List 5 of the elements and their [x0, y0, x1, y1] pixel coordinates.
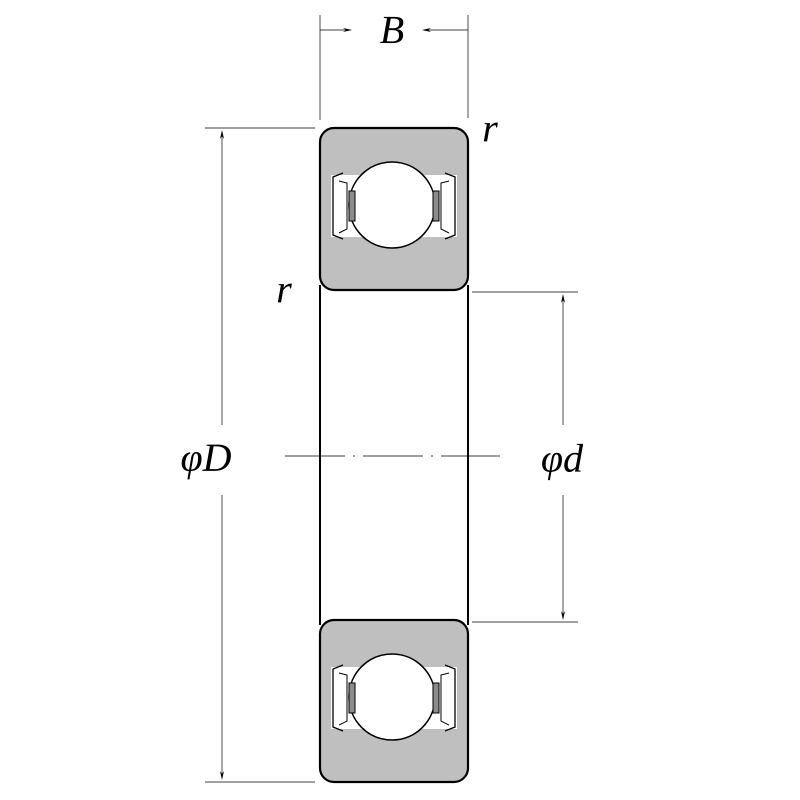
- dimension-label: φD: [182, 444, 231, 480]
- dimension-label: r: [484, 122, 498, 142]
- dimension-label: B: [380, 16, 404, 44]
- dimension-label: φd: [542, 444, 584, 480]
- dimension-label: r: [278, 284, 292, 302]
